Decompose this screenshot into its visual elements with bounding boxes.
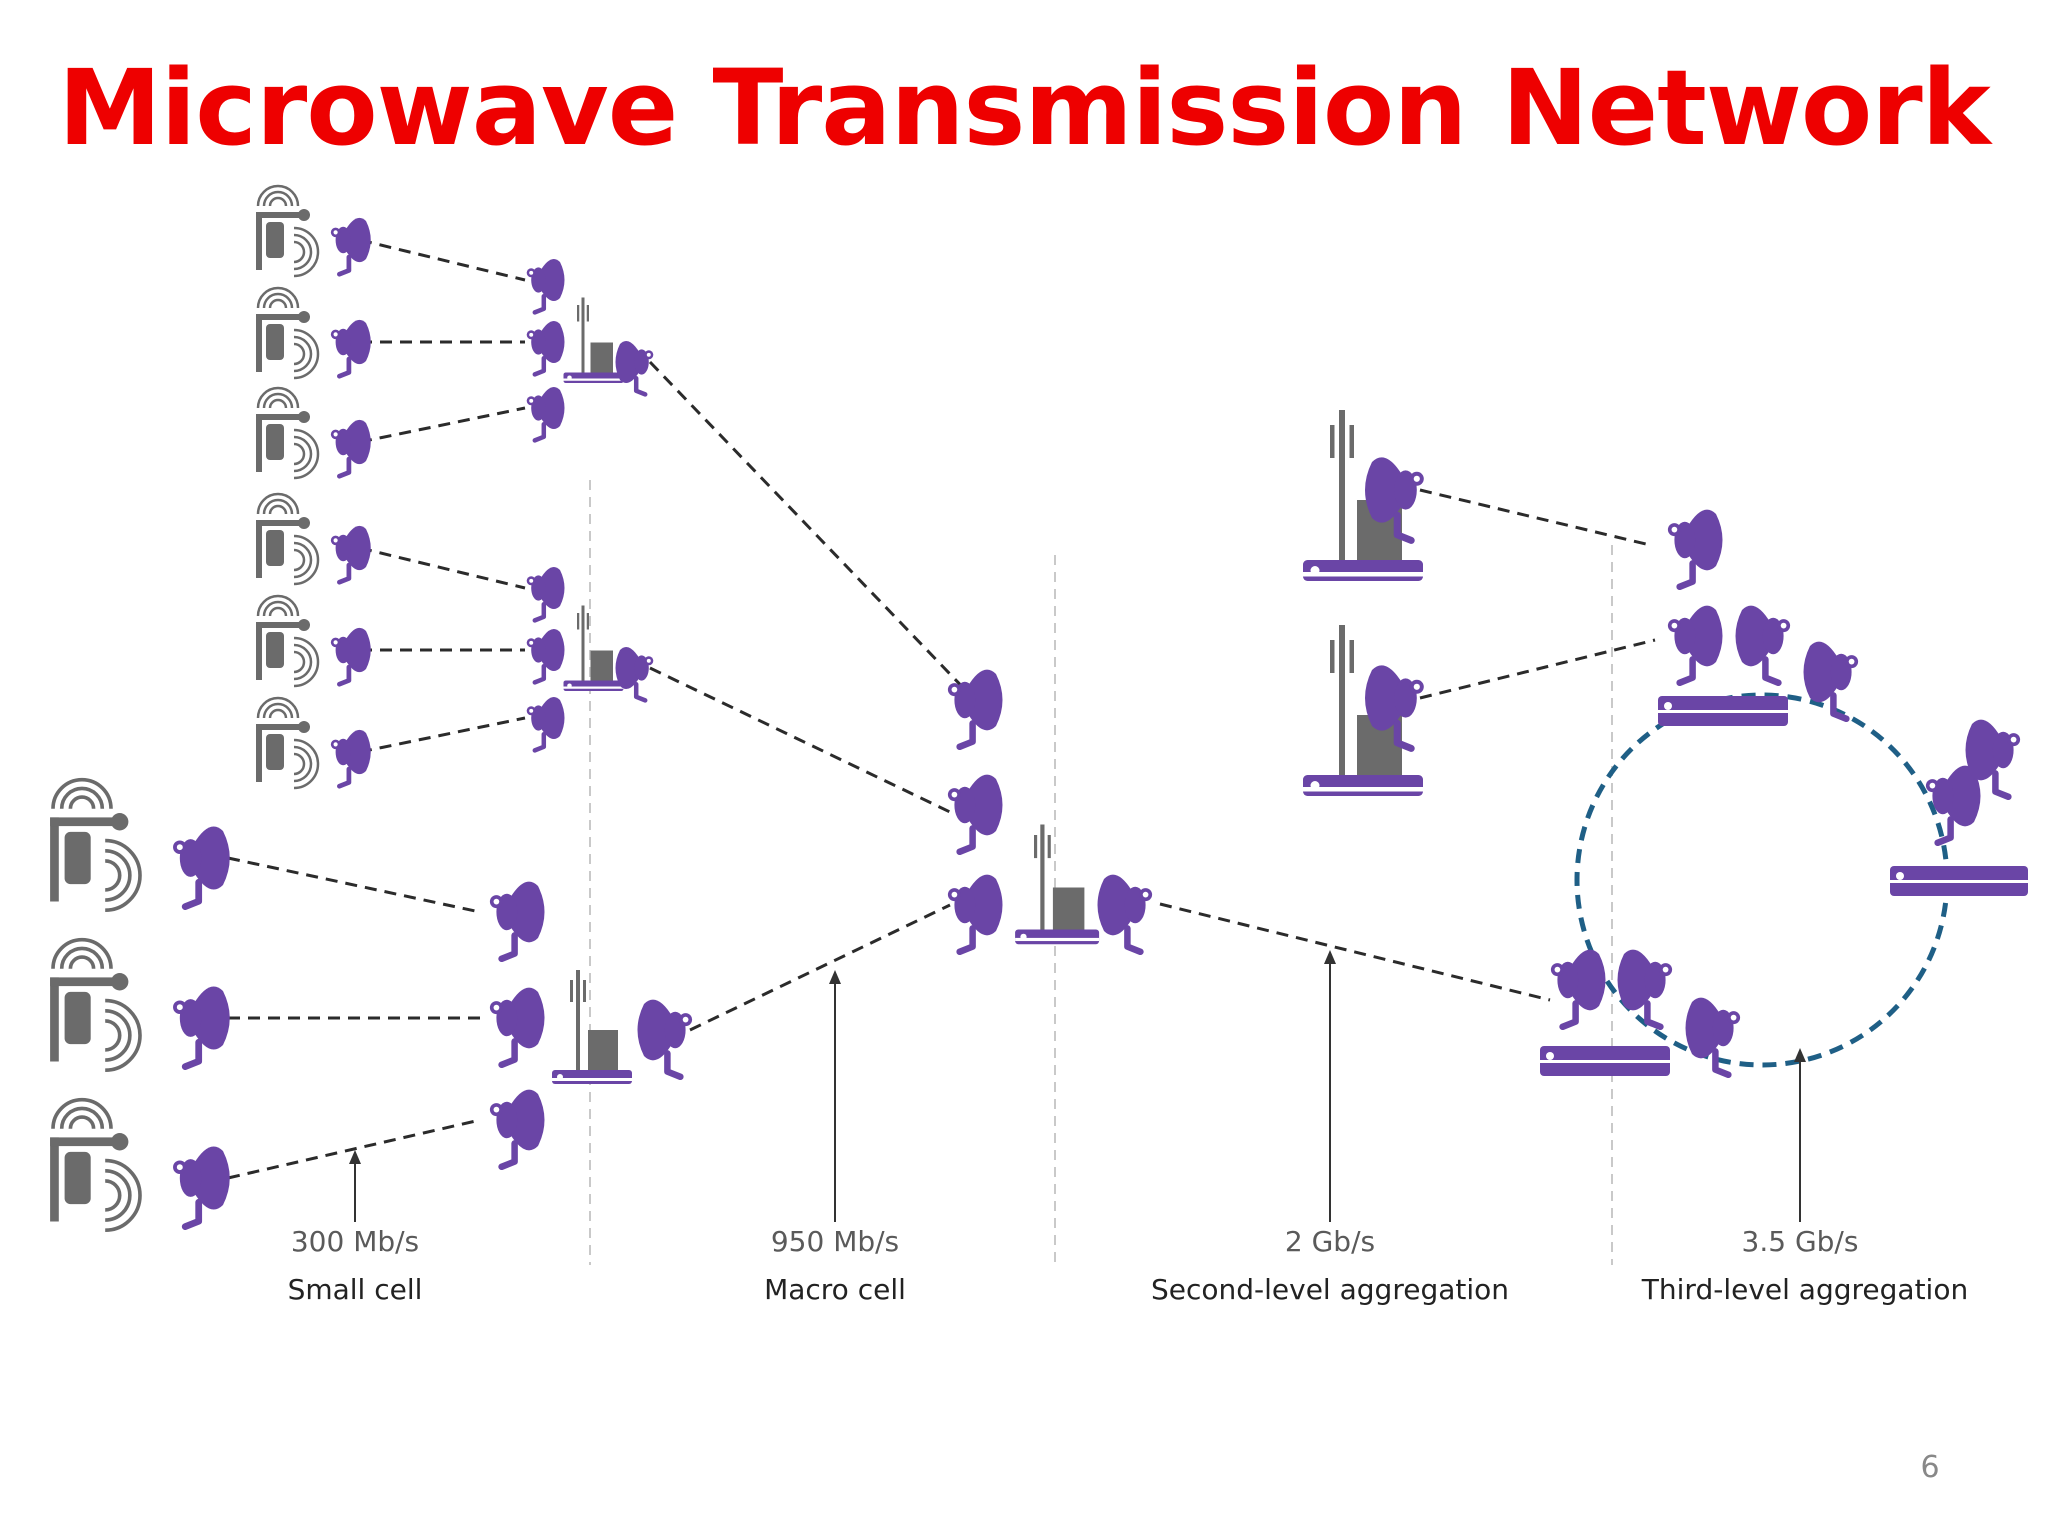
microwave-dish-icon: [330, 525, 371, 585]
page-number: 6: [1920, 1450, 1940, 1485]
microwave-dish-icon: [173, 986, 230, 1070]
microwave-dish-icon: [489, 987, 545, 1069]
microwave-dish-icon: [1685, 997, 1741, 1079]
tier-separators: [589, 480, 1613, 1265]
microwave-link: [227, 856, 481, 914]
microwave-dish-icon: [1365, 665, 1424, 752]
radio-tower-icon: [563, 297, 624, 383]
microwave-dish-icon: [1617, 949, 1673, 1031]
microwave-link: [359, 406, 526, 444]
microwave-link: [648, 360, 977, 702]
microwave-link: [689, 903, 951, 1032]
radio-tower-icon: [552, 970, 632, 1084]
aggregation-equipment: [1890, 866, 2028, 896]
tier-label-small-cell: Small cell: [288, 1273, 423, 1306]
microwave-link: [227, 1118, 481, 1180]
microwave-dish-icon: [615, 647, 654, 703]
microwave-dish-icon: [526, 259, 565, 315]
aggregation-equipment: [1540, 1046, 1670, 1076]
microwave-dish-icon: [330, 419, 371, 479]
network-nodes: [50, 184, 2028, 1233]
microwave-dish-icon: [489, 881, 545, 963]
small-cell-antenna-icon: [256, 696, 320, 790]
microwave-dish-icon: [1097, 874, 1153, 956]
microwave-dish-icon: [526, 387, 565, 443]
microwave-dish-icon: [526, 567, 565, 623]
microwave-dish-icon: [1803, 641, 1859, 723]
microwave-dish-icon: [947, 874, 1003, 956]
microwave-link: [1419, 638, 1656, 700]
aggregation-equipment: [1658, 696, 1788, 726]
microwave-link: [1159, 902, 1551, 1002]
tier-speed-third-level: 3.5 Gb/s: [1742, 1225, 1859, 1258]
capacity-arrow: [829, 970, 841, 1222]
tier-label-third-level: Third-level aggregation: [1641, 1273, 1968, 1306]
microwave-dish-icon: [330, 627, 371, 687]
capacity-arrows: [349, 950, 1806, 1222]
microwave-dish-icon: [330, 217, 371, 277]
microwave-dish-icon: [637, 999, 693, 1081]
capacity-arrow: [1794, 1048, 1806, 1222]
microwave-dish-icon: [330, 319, 371, 379]
small-cell-antenna-icon: [50, 1097, 142, 1233]
small-cell-antenna-icon: [256, 286, 320, 380]
capacity-arrow: [1324, 950, 1336, 1222]
microwave-link: [359, 716, 526, 754]
radio-tower-icon: [1015, 824, 1100, 945]
small-cell-antenna-icon: [256, 386, 320, 480]
microwave-dish-icon: [615, 341, 654, 397]
small-cell-antenna-icon: [256, 492, 320, 586]
microwave-dish-icon: [1735, 605, 1791, 687]
microwave-links: [227, 238, 1656, 1180]
microwave-dish-icon: [947, 774, 1003, 856]
microwave-link: [649, 666, 951, 814]
slide-title: Microwave Transmission Network: [58, 47, 1991, 169]
microwave-link: [359, 238, 526, 282]
tier-speed-second-level: 2 Gb/s: [1285, 1225, 1375, 1258]
microwave-link: [359, 546, 526, 590]
microwave-dish-icon: [330, 729, 371, 789]
microwave-dish-icon: [1365, 457, 1424, 544]
microwave-dish-icon: [173, 1146, 230, 1230]
microwave-dish-icon: [947, 669, 1003, 751]
microwave-dish-icon: [1667, 509, 1723, 591]
small-cell-antenna-icon: [50, 777, 142, 913]
microwave-dish-icon: [526, 321, 565, 377]
small-cell-antenna-icon: [50, 937, 142, 1073]
tier-label-macro-cell: Macro cell: [764, 1273, 906, 1306]
microwave-dish-icon: [173, 826, 230, 910]
microwave-dish-icon: [526, 697, 565, 753]
microwave-dish-icon: [1965, 719, 2021, 801]
small-cell-antenna-icon: [256, 594, 320, 688]
microwave-dish-icon: [1667, 605, 1723, 687]
tier-label-second-level: Second-level aggregation: [1151, 1273, 1509, 1306]
tier-speed-macro-cell: 950 Mb/s: [771, 1225, 899, 1258]
microwave-dish-icon: [1550, 949, 1606, 1031]
microwave-dish-icon: [1925, 765, 1981, 847]
microwave-dish-icon: [489, 1089, 545, 1171]
tier-speed-small-cell: 300 Mb/s: [291, 1225, 419, 1258]
microwave-link: [1419, 488, 1651, 547]
microwave-dish-icon: [526, 629, 565, 685]
small-cell-antenna-icon: [256, 184, 320, 278]
capacity-arrow: [349, 1150, 361, 1222]
radio-tower-icon: [563, 605, 624, 691]
